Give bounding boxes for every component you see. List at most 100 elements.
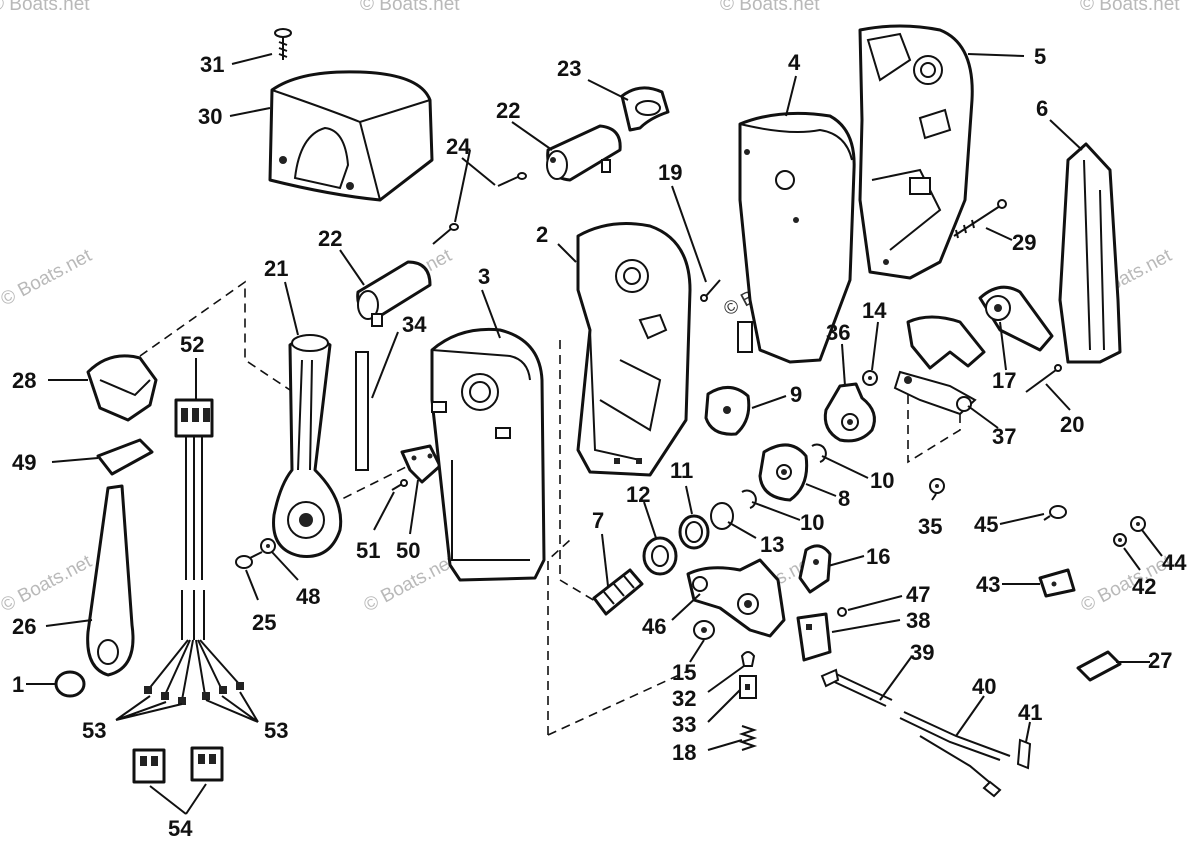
connector-pin [192, 408, 199, 422]
part-36-bracket [823, 382, 876, 443]
leader-34 [371, 331, 399, 399]
callout-50: 50 [396, 538, 420, 563]
part-52-harness [144, 398, 244, 705]
callout-35: 35 [918, 514, 942, 539]
part-39-lead [820, 668, 893, 707]
housing-bearing-inner [920, 62, 936, 78]
callout-43: 43 [976, 572, 1000, 597]
part-38-switch [796, 612, 832, 662]
terminal [219, 686, 227, 694]
part-47-screw [837, 607, 847, 617]
lever-channel [297, 359, 313, 471]
callout-54: 54 [168, 816, 193, 841]
leader-25 [245, 569, 259, 601]
callout-16: 16 [866, 544, 890, 569]
callout-29: 29 [1012, 230, 1036, 255]
ring-body [710, 502, 734, 530]
cap-end [357, 290, 379, 320]
lead-terminal [1016, 738, 1032, 770]
side-cover-rib [1083, 159, 1105, 351]
lever-body [272, 336, 343, 558]
housing-post [918, 108, 952, 140]
leader-53b [205, 691, 259, 723]
bracket-hole [427, 453, 433, 459]
callout-42: 42 [1132, 574, 1156, 599]
callout-23: 23 [557, 56, 581, 81]
part-50-bracket [400, 444, 442, 484]
housing-hole [636, 458, 642, 464]
cover-hole [279, 156, 287, 164]
clamp-hole [1051, 581, 1057, 587]
callout-26: 26 [12, 614, 36, 639]
part-51-screw [391, 479, 408, 491]
assembly-guide-lines [139, 280, 961, 736]
callout-7: 7 [592, 508, 604, 533]
callout-10: 10 [870, 468, 894, 493]
leader-37 [967, 405, 999, 429]
callout-48: 48 [296, 584, 320, 609]
part-6-side-cover [1058, 142, 1122, 364]
bracket-body [823, 382, 876, 443]
leader-32 [707, 665, 745, 693]
handle-body [86, 484, 135, 677]
part-18-spring [738, 725, 758, 751]
callout-22: 22 [318, 226, 342, 251]
spring-coil [738, 725, 758, 751]
detent-slot [745, 684, 750, 690]
watermark-text: © Boats.net [360, 0, 460, 15]
callout-51: 51 [356, 538, 380, 563]
watermark-text: © Boats.net [1080, 0, 1180, 15]
callout-45: 45 [974, 512, 998, 537]
callout-12: 12 [626, 482, 650, 507]
screw-head [997, 199, 1007, 209]
callout-39: 39 [910, 640, 934, 665]
part-22-cap-lower [356, 260, 432, 327]
housing-tab [909, 177, 931, 195]
leader-17 [999, 321, 1007, 371]
part-34-strip [355, 351, 369, 471]
lever-hole [813, 559, 819, 565]
callout-3: 3 [478, 264, 490, 289]
part-22-cap-upper [546, 124, 622, 182]
leader-40 [955, 695, 985, 737]
housing-body [858, 24, 974, 280]
part-10-rings [741, 443, 827, 509]
cap-body [86, 354, 158, 422]
screw-head [1049, 505, 1067, 519]
leader-13 [727, 521, 757, 539]
bracket-hub-center [847, 419, 853, 425]
callout-18: 18 [672, 740, 696, 765]
callout-21: 21 [264, 256, 288, 281]
housing-tab [495, 427, 511, 439]
leader-19 [671, 185, 707, 283]
terminal [144, 686, 152, 694]
strip-body [355, 351, 369, 471]
callout-14: 14 [862, 298, 887, 323]
cam-hub-center [994, 304, 1002, 312]
housing-hole [883, 259, 889, 265]
leader-36 [841, 343, 846, 387]
leader-3 [481, 289, 501, 339]
plunger-body [740, 651, 756, 667]
leader-7 [601, 533, 609, 587]
harness-wires [185, 436, 203, 580]
leader-23 [587, 79, 629, 101]
connector-pin [198, 754, 205, 764]
cover-edge [359, 121, 381, 201]
part-30-cover [268, 70, 434, 202]
part-17-cam [978, 285, 1054, 352]
screw-thread [278, 41, 288, 58]
housing-rib [866, 32, 912, 82]
lead-wire [899, 711, 1011, 761]
leader-45 [999, 513, 1045, 525]
callout-37: 37 [992, 424, 1016, 449]
terminal [161, 692, 169, 700]
cam-hub-center [781, 469, 787, 475]
switch-body [796, 612, 832, 662]
cover-body [268, 70, 434, 202]
guide-line [559, 340, 611, 611]
part-3-housing [430, 327, 546, 582]
part-5-housing [858, 24, 974, 280]
callout-labels: 31 30 23 22 24 19 4 5 6 29 22 21 2 3 34 … [12, 44, 1187, 841]
